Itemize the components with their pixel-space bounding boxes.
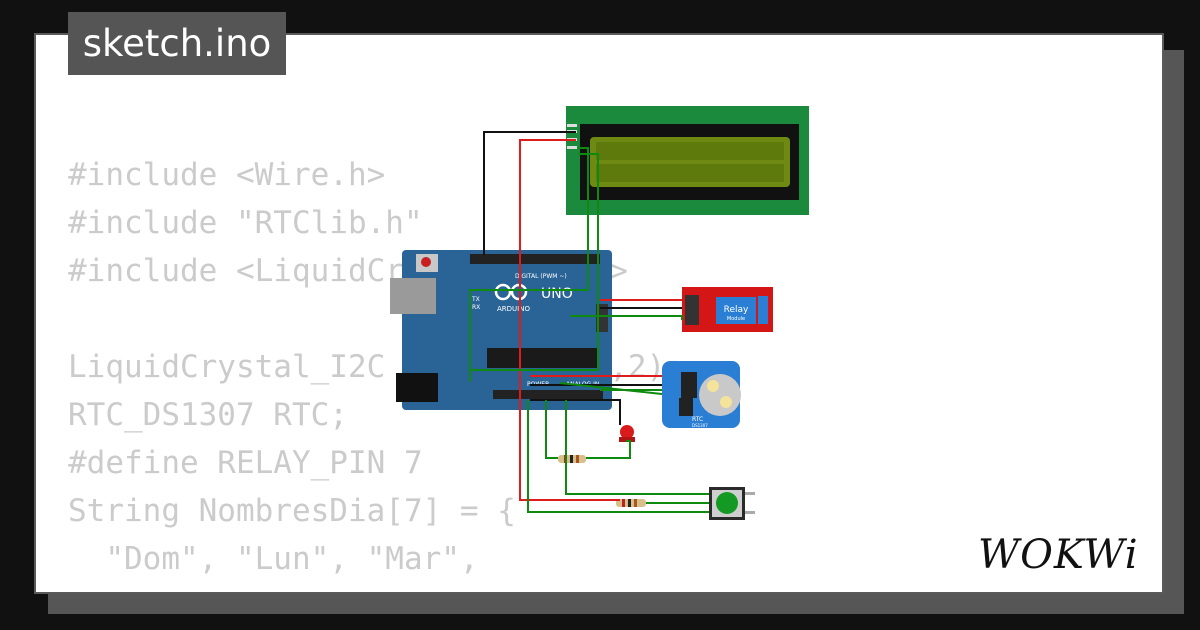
code-line: #include <Wire.h> xyxy=(68,157,386,193)
code-line: "Dom", "Lun", "Mar", xyxy=(68,541,479,577)
rtc-module[interactable]: RTC DS1307 xyxy=(662,361,741,428)
relay-title: Relay xyxy=(724,305,749,315)
code-line: #define RELAY_PIN 7 xyxy=(68,445,423,481)
file-title: sketch.ino xyxy=(68,12,286,75)
board-brand: UNO xyxy=(541,286,573,302)
rtc-subtitle: DS1307 xyxy=(692,423,708,428)
resistor-led xyxy=(558,455,586,463)
code-line: "Mie", "Jue", "Vie", xyxy=(68,583,684,592)
relay-module[interactable]: Relay Module xyxy=(682,287,773,332)
tx-label: TX xyxy=(471,296,480,303)
board-subtitle: ARDUINO xyxy=(497,305,530,313)
red-led[interactable] xyxy=(619,425,635,442)
rx-label: RX xyxy=(472,304,480,311)
resistor-button xyxy=(616,499,646,507)
lcd-display[interactable] xyxy=(566,106,809,215)
digital-label: DIGITAL (PWM ~) xyxy=(515,273,567,280)
relay-subtitle: Module xyxy=(727,316,745,322)
wires xyxy=(469,131,709,513)
code-line: String NombresDia[7] = { xyxy=(68,493,516,529)
push-button[interactable] xyxy=(709,487,755,520)
code-line: #include "RTClib.h" xyxy=(68,205,423,241)
code-line: RTC_DS1307 RTC; xyxy=(68,397,348,433)
svg-text:WOKWi: WOKWi xyxy=(978,532,1139,578)
wokwi-logo: WOKWi xyxy=(978,532,1139,578)
rtc-title: RTC xyxy=(692,416,703,423)
